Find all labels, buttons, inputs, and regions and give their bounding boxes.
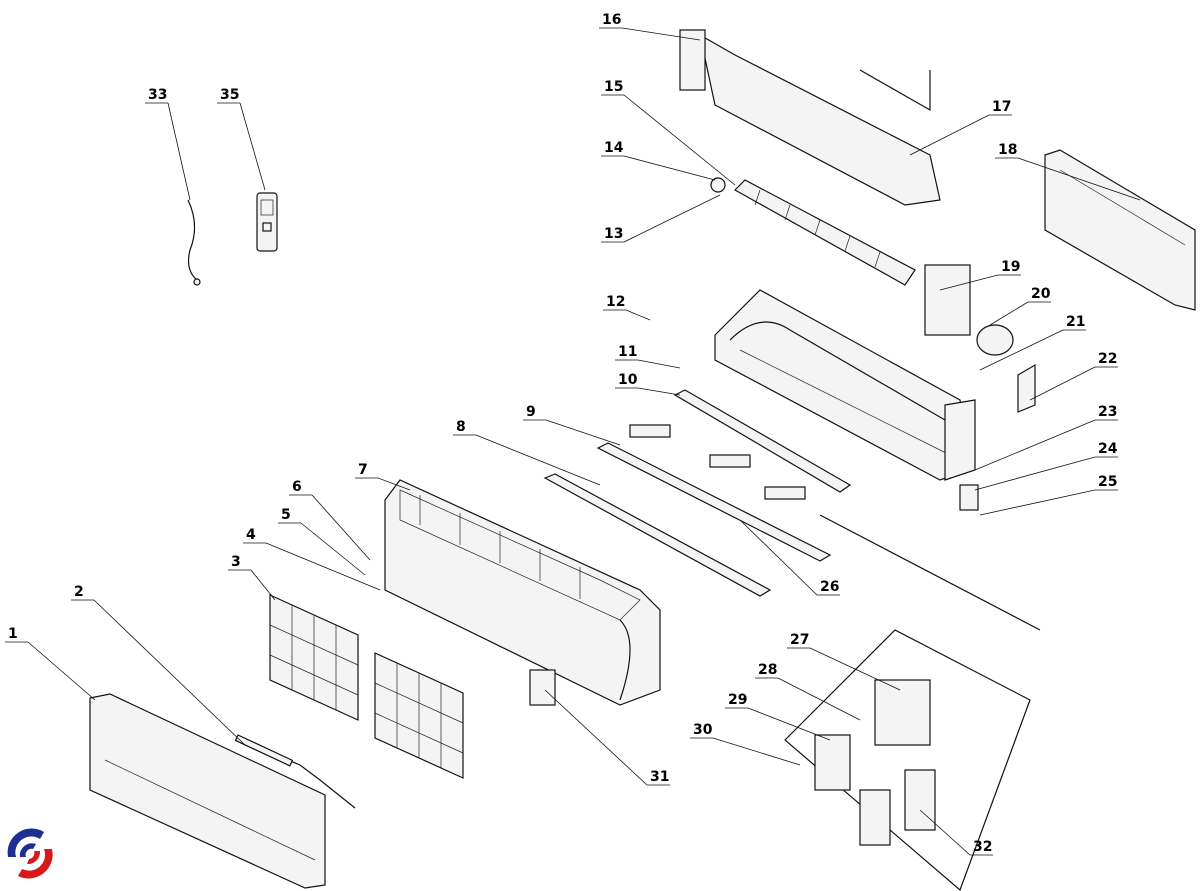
- leader-line: [621, 27, 701, 41]
- air-filter-right: [374, 652, 464, 779]
- part-number-label: 29: [728, 692, 747, 708]
- part-number-label: 22: [1098, 351, 1117, 367]
- louvers: [543, 389, 1041, 631]
- part-number-label: 12: [606, 294, 625, 310]
- leader-line: [265, 542, 381, 591]
- remote-controller: [256, 192, 278, 252]
- part-labels: 1234567891011121314151617181920212223242…: [5, 12, 1141, 856]
- leader-line: [809, 647, 901, 691]
- part-number-label: 3: [231, 554, 241, 570]
- part-number-label: 17: [992, 99, 1011, 115]
- part-number-label: 25: [1098, 474, 1117, 490]
- leader-line: [311, 494, 371, 561]
- leader-line: [637, 359, 681, 369]
- part-number-label: 6: [292, 479, 302, 495]
- leader-line: [974, 419, 1096, 471]
- leader-line: [939, 274, 999, 291]
- part-number-label: 1: [8, 626, 18, 642]
- part-number-label: 8: [456, 419, 466, 435]
- part-number-label: 30: [693, 722, 713, 738]
- part-number-label: 33: [148, 87, 167, 103]
- front-panel: [89, 693, 356, 889]
- leader-line: [27, 641, 96, 701]
- leader-line: [300, 522, 366, 576]
- leader-line: [979, 329, 1064, 371]
- part-number-label: 13: [604, 226, 623, 242]
- fan-motor: [924, 264, 1014, 356]
- part-number-label: 21: [1066, 314, 1085, 330]
- part-number-label: 31: [650, 769, 669, 785]
- side-parts: [959, 363, 1036, 511]
- part-number-label: 16: [602, 12, 621, 28]
- part-number-label: 11: [618, 344, 637, 360]
- part-number-label: 19: [1001, 259, 1020, 275]
- leader-line: [623, 94, 736, 186]
- part-number-label: 32: [973, 839, 992, 855]
- leader-line: [239, 102, 266, 191]
- part-number-label: 2: [74, 584, 84, 600]
- leader-line: [919, 809, 971, 856]
- leader-line: [712, 737, 801, 766]
- leader-line: [739, 519, 818, 596]
- cross-flow-fan: [710, 177, 916, 286]
- part-number-label: 23: [1098, 404, 1117, 420]
- part-number-label: 18: [998, 142, 1017, 158]
- leader-line: [989, 301, 1029, 326]
- leader-line: [250, 569, 276, 601]
- evaporator: [679, 29, 941, 206]
- leader-line: [1029, 366, 1096, 401]
- leader-line: [777, 677, 861, 721]
- leader-line: [909, 114, 990, 156]
- part-number-label: 4: [246, 527, 256, 543]
- part-number-label: 14: [604, 140, 624, 156]
- part-number-label: 26: [820, 579, 839, 595]
- part-number-label: 28: [758, 662, 777, 678]
- leader-line: [979, 489, 1096, 516]
- part-number-label: 27: [790, 632, 809, 648]
- part-number-label: 10: [618, 372, 638, 388]
- leader-line: [475, 434, 601, 486]
- part-number-label: 20: [1031, 286, 1051, 302]
- part-number-label: 7: [358, 462, 368, 478]
- wall-mounting-plate: [1044, 149, 1196, 311]
- part-number-label: 24: [1098, 441, 1118, 457]
- leader-line: [637, 387, 681, 396]
- part-number-label: 9: [526, 404, 536, 420]
- electric-box: [784, 629, 1031, 891]
- temperature-sensor: [187, 199, 198, 281]
- leader-line: [625, 309, 651, 321]
- leader-line: [544, 689, 648, 786]
- leader-line: [545, 419, 621, 446]
- leader-line: [167, 102, 191, 201]
- front-case: [384, 479, 661, 706]
- leader-line: [974, 456, 1096, 491]
- air-filter-left: [269, 594, 359, 721]
- leader-line: [623, 194, 721, 243]
- leader-line: [747, 707, 831, 741]
- leader-line: [93, 599, 246, 746]
- brand-logo: [7, 828, 53, 879]
- part-number-label: 5: [281, 507, 291, 523]
- part-number-label: 35: [220, 87, 239, 103]
- leader-line: [623, 155, 716, 181]
- chassis: [714, 289, 976, 481]
- leader-line: [377, 477, 411, 491]
- leader-line: [1017, 157, 1141, 201]
- part-number-label: 15: [604, 79, 623, 95]
